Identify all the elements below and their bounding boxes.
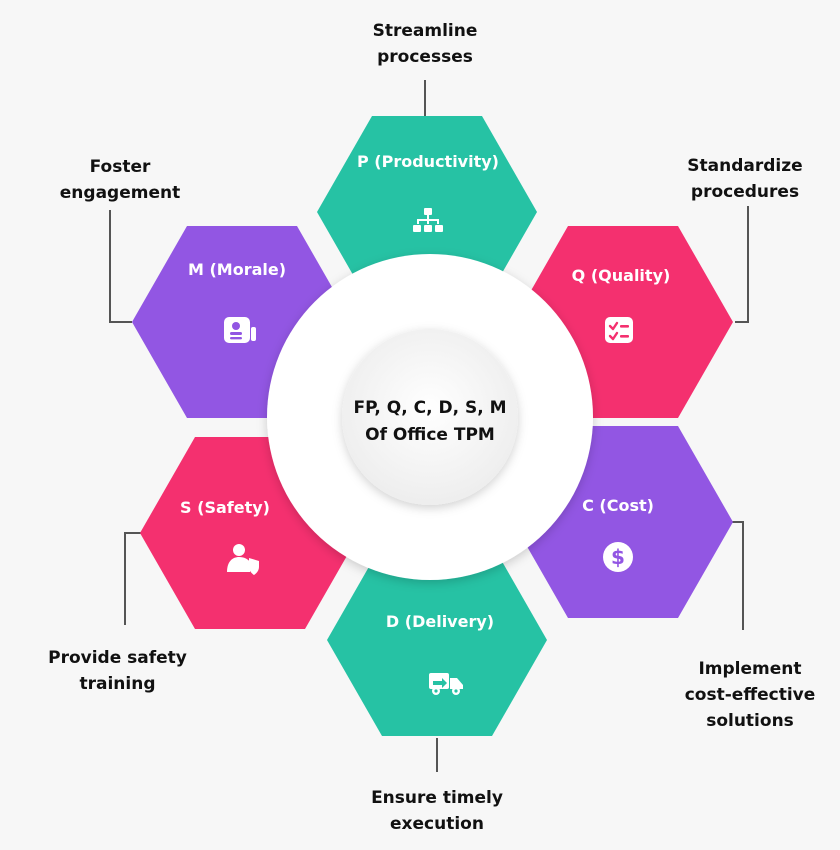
hex-delivery-shape: [327, 544, 547, 736]
note-quality-line1: Standardize: [687, 156, 803, 176]
user-shield-icon: [227, 544, 259, 575]
note-quality-line2: procedures: [690, 182, 800, 202]
svg-text:$: $: [611, 545, 625, 569]
center-title-line1: FP, Q, C, D, S, M: [353, 398, 506, 418]
hex-morale-label: M (Morale): [188, 260, 286, 279]
hex-cost-label: C (Cost): [582, 496, 654, 515]
center-title-line2: Of Office TPM: [365, 425, 495, 445]
truck-icon: [429, 673, 463, 695]
note-productivity-line2: processes: [377, 47, 473, 67]
connector-quality: [735, 206, 749, 323]
note-productivity-line1: Streamline: [372, 21, 478, 41]
note-safety: Provide safety training: [30, 645, 205, 697]
sitemap-icon: [413, 208, 443, 232]
note-quality: Standardize procedures: [670, 153, 820, 205]
note-delivery-line2: execution: [390, 814, 484, 834]
hex-productivity-label: P (Productivity): [357, 152, 499, 171]
hex-quality-label: Q (Quality): [572, 266, 671, 285]
note-delivery-line1: Ensure timely: [371, 788, 503, 808]
note-delivery: Ensure timely execution: [352, 785, 522, 837]
note-cost-line1: Implement: [698, 659, 802, 679]
note-morale: Foster engagement: [45, 154, 195, 206]
connector-safety: [124, 532, 143, 625]
note-safety-line2: training: [79, 674, 156, 694]
dollar-icon: $: [603, 542, 633, 572]
id-card-icon: [224, 317, 256, 343]
note-morale-line1: Foster: [89, 157, 151, 177]
connector-morale: [109, 210, 132, 323]
note-cost-line3: solutions: [706, 711, 794, 731]
connector-lines: [109, 80, 749, 772]
note-safety-line1: Provide safety: [48, 648, 187, 668]
connector-cost: [731, 521, 744, 630]
note-cost-line2: cost-effective: [684, 685, 816, 705]
note-cost: Implement cost-effective solutions: [675, 656, 825, 734]
checklist-icon: [605, 317, 633, 343]
hex-delivery-label: D (Delivery): [386, 612, 494, 631]
hex-delivery[interactable]: [327, 544, 547, 736]
hex-safety-label: S (Safety): [180, 498, 270, 517]
note-productivity: Streamline processes: [345, 18, 505, 70]
center-circle: [342, 329, 518, 505]
note-morale-line2: engagement: [59, 183, 181, 203]
